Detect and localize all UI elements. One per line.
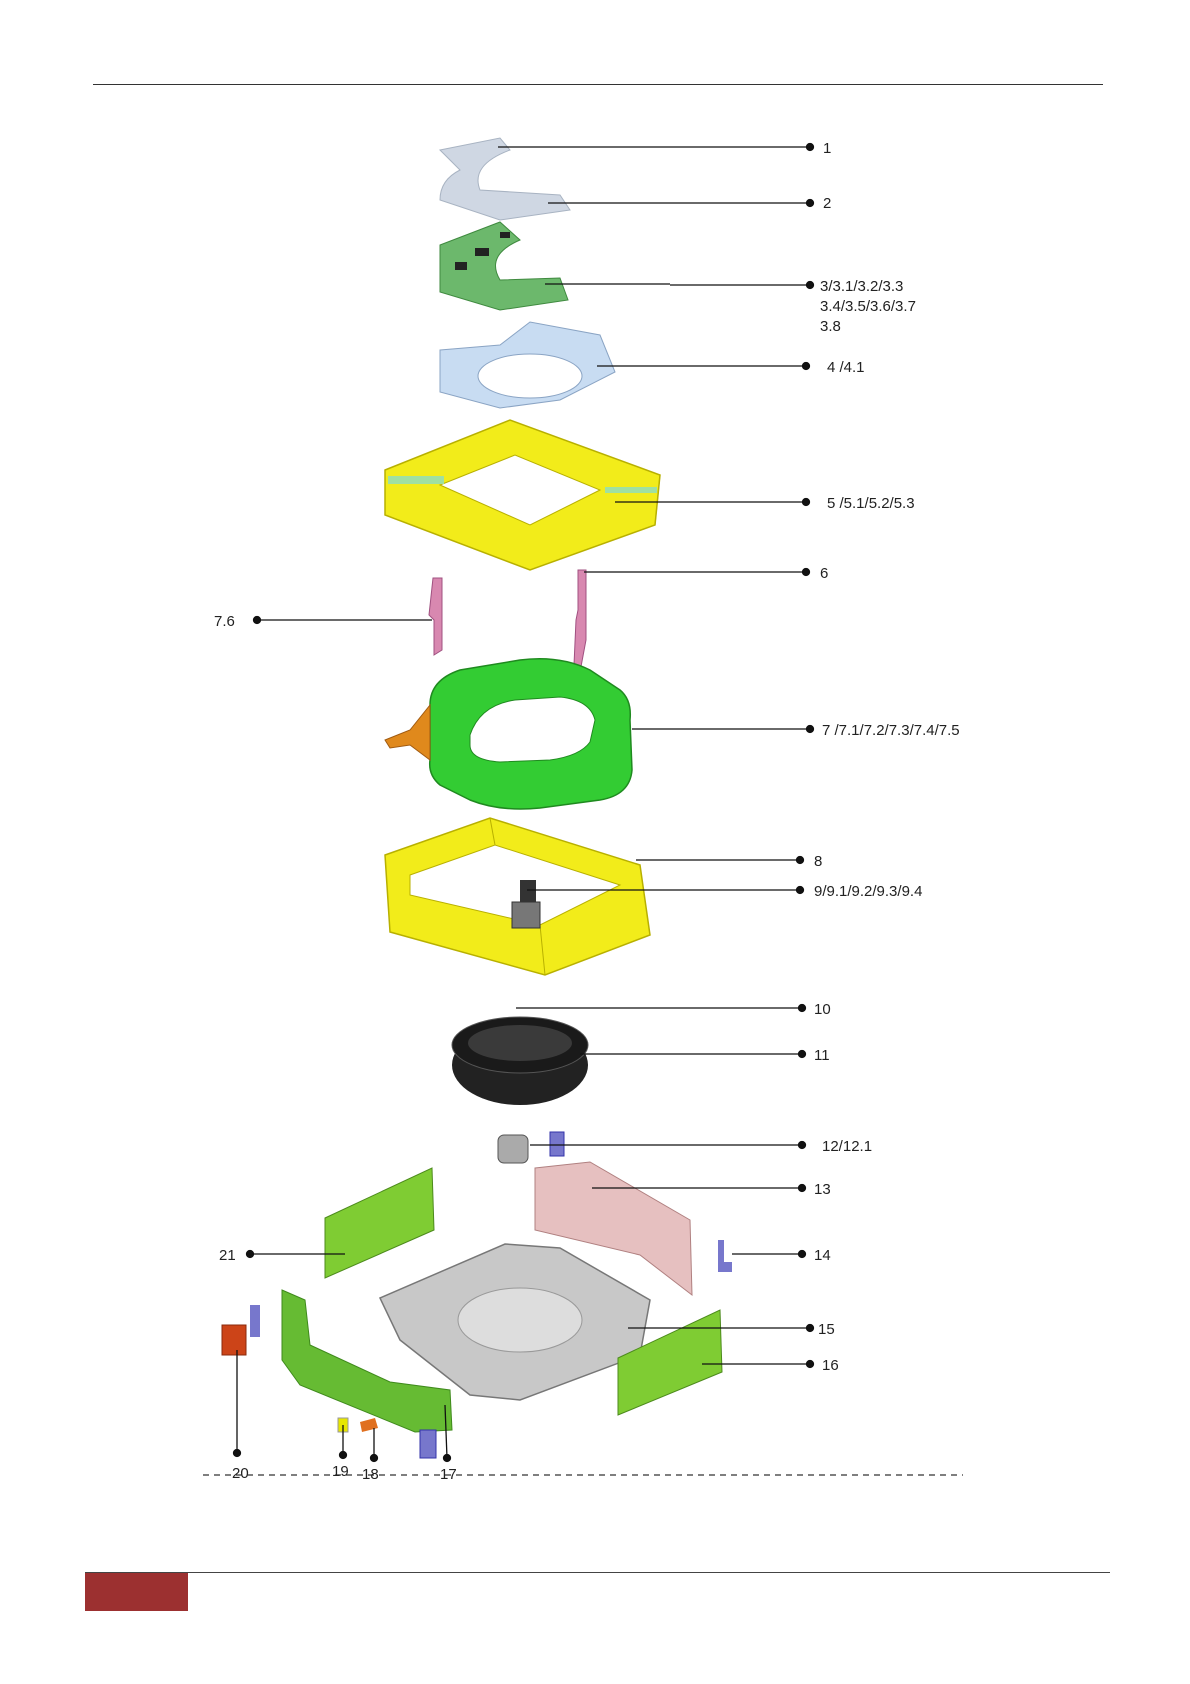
callout-11: 11	[814, 1047, 830, 1064]
part-heat-exchanger	[385, 659, 632, 809]
part-motor	[498, 1132, 564, 1163]
callout-6: 6	[820, 565, 828, 582]
part-panel-21	[325, 1168, 434, 1278]
callout-20: 20	[232, 1465, 249, 1482]
callout-7-6: 7.6	[214, 613, 235, 630]
callout-3b: 3.4/3.5/3.6/3.7	[820, 298, 916, 315]
callout-14: 14	[814, 1247, 831, 1264]
callout-2: 2	[823, 195, 831, 212]
part-fan	[452, 1017, 588, 1105]
callout-7: 7 /7.1/7.2/7.3/7.4/7.5	[822, 722, 960, 739]
callout-18: 18	[362, 1466, 379, 1483]
footer-rule	[85, 1572, 1110, 1573]
callout-12: 12/12.1	[822, 1138, 872, 1155]
callout-21: 21	[219, 1247, 236, 1264]
callout-4: 4 /4.1	[827, 359, 865, 376]
part-box-cover	[440, 322, 615, 408]
callout-13: 13	[814, 1181, 831, 1198]
callout-9: 9/9.1/9.2/9.3/9.4	[814, 883, 922, 900]
callout-5: 5 /5.1/5.2/5.3	[827, 495, 915, 512]
callout-8: 8	[814, 853, 822, 870]
part-base-pan	[380, 1244, 650, 1400]
part-top-cover	[440, 138, 570, 220]
callout-17: 17	[440, 1466, 457, 1483]
part-upper-frame	[385, 420, 660, 570]
part-bracket-14	[718, 1240, 732, 1272]
callout-1: 1	[823, 140, 831, 157]
callout-3c: 3.8	[820, 318, 841, 335]
callout-3: 3/3.1/3.2/3.3	[820, 278, 903, 295]
callout-10: 10	[814, 1001, 831, 1018]
callout-15: 15	[818, 1321, 835, 1338]
callout-19: 19	[332, 1463, 349, 1480]
part-pipes	[429, 570, 586, 672]
callout-16: 16	[822, 1357, 839, 1374]
footer-accent-block	[85, 1573, 188, 1611]
part-control-board	[440, 222, 568, 310]
part-lower-frame	[385, 818, 650, 975]
